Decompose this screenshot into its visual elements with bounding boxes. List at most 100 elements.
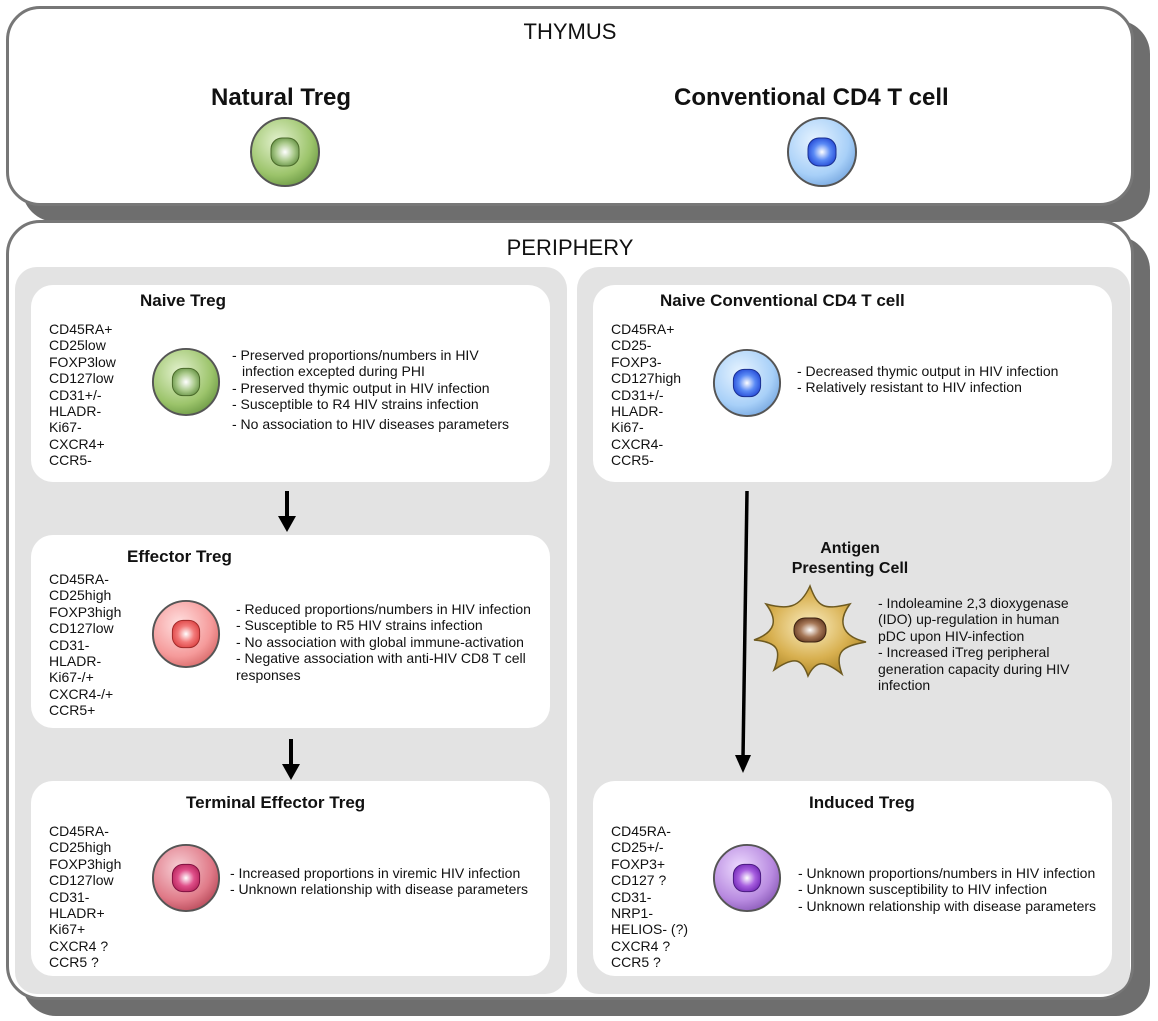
marker: HLADR- (611, 403, 664, 420)
naive-conventional-markers: CD45RA+ CD25- FOXP3- CD127high CD31+/- H… (611, 321, 681, 469)
conventional-cd4-label: Conventional CD4 T cell (674, 84, 949, 111)
fact-line: - Reduced proportions/numbers in HIV inf… (236, 601, 531, 617)
natural-treg-cell (250, 117, 320, 187)
fact-line: - Negative association with anti-HIV CD8… (236, 650, 526, 667)
apc-label: Antigen Presenting Cell (790, 539, 910, 579)
marker: HLADR+ (49, 905, 105, 922)
marker: CCR5+ (49, 702, 96, 719)
marker: FOXP3- (611, 353, 662, 370)
fact-line: generation capacity during HIV (878, 660, 1070, 677)
naive-conventional-cell (712, 348, 782, 418)
fact-line: - Unknown susceptibility to HIV infectio… (798, 881, 1047, 898)
conventional-cd4-cell (787, 117, 857, 187)
marker: CD45RA+ (49, 321, 113, 337)
marker: CD45RA- (49, 571, 109, 587)
fact-line: - Unknown relationship with disease para… (230, 881, 529, 898)
arrow-naive-conv-to-induced (735, 490, 751, 773)
marker: HLADR- (49, 653, 102, 670)
fact-line: - Unknown proportions/numbers in HIV inf… (798, 865, 1096, 881)
marker: CD127low (49, 620, 114, 637)
marker: CCR5 ? (611, 954, 661, 971)
marker: HLADR- (49, 403, 102, 420)
naive-treg-facts: - Preserved proportions/numbers in HIV i… (232, 347, 509, 432)
naive-treg-markers: CD45RA+ CD25low FOXP3low CD127low CD31+/… (49, 321, 116, 469)
fact-line: - Preserved proportions/numbers in HIV (232, 347, 479, 363)
marker: FOXP3+ (611, 855, 666, 872)
apc-cell (753, 584, 867, 678)
effector-treg-markers: CD45RA- CD25high FOXP3high CD127low CD31… (49, 571, 121, 719)
marker: CD25+/- (611, 839, 664, 856)
arrow-naive-to-effector (278, 491, 296, 532)
marker: CD31+/- (49, 386, 102, 403)
fact-line: infection excepted during PHI (242, 363, 425, 380)
marker: CD127low (49, 872, 114, 889)
marker: CD25high (49, 587, 112, 604)
induced-treg-cell (712, 843, 782, 913)
marker: CD31- (611, 888, 652, 905)
induced-treg-facts: - Unknown proportions/numbers in HIV inf… (798, 865, 1096, 914)
marker: Ki67- (611, 419, 644, 436)
arrow-effector-to-terminal (282, 739, 300, 780)
marker: CD25low (49, 337, 106, 354)
terminal-effector-treg-facts: - Increased proportions in viremic HIV i… (230, 865, 528, 898)
fact-line: - Increased iTreg peripheral (878, 644, 1050, 661)
marker: FOXP3high (49, 855, 122, 872)
marker: CD31- (49, 636, 90, 653)
induced-treg-title: Induced Treg (809, 793, 915, 812)
marker: HELIOS- (?) (611, 921, 689, 938)
effector-treg-card: Effector Treg CD45RA- CD25high FOXP3high… (31, 535, 550, 728)
marker: CCR5- (611, 452, 654, 469)
thymus-panel: THYMUS (6, 6, 1134, 206)
marker: CXCR4+ (49, 435, 105, 452)
marker: CD45RA- (611, 823, 671, 839)
fact-line: - Relatively resistant to HIV infection (797, 379, 1022, 396)
fact-line: pDC upon HIV-infection (878, 627, 1025, 644)
marker: CD25- (611, 337, 652, 354)
marker: CD31- (49, 888, 90, 905)
terminal-effector-treg-title: Terminal Effector Treg (186, 793, 366, 812)
marker: CCR5 ? (49, 954, 99, 971)
apc-facts: - Indoleamine 2,3 dioxygenase (IDO) up-r… (878, 595, 1069, 693)
fact-line: - No association with global immune-acti… (236, 633, 524, 650)
marker: CD127high (611, 370, 682, 387)
fact-line: - Indoleamine 2,3 dioxygenase (878, 595, 1069, 611)
marker: CXCR4-/+ (49, 685, 114, 702)
fact-line: - No association to HIV diseases paramet… (232, 415, 510, 432)
thymus-title: THYMUS (523, 19, 617, 44)
fact-line: - Susceptible to R5 HIV strains infectio… (236, 617, 483, 634)
marker: Ki67- (49, 419, 82, 436)
fact-line: - Increased proportions in viremic HIV i… (230, 865, 521, 881)
marker: CD25high (49, 839, 112, 856)
fact-line: - Unknown relationship with disease para… (798, 897, 1097, 914)
induced-treg-card: Induced Treg CD45RA- CD25+/- FOXP3+ CD12… (593, 781, 1112, 976)
fact-line: - Decreased thymic output in HIV infecti… (797, 363, 1059, 379)
marker: CXCR4- (611, 435, 664, 452)
marker: CXCR4 ? (611, 937, 671, 954)
marker: CD31+/- (611, 386, 664, 403)
marker: Ki67-/+ (49, 669, 94, 686)
effector-treg-title: Effector Treg (127, 547, 232, 566)
marker: FOXP3high (49, 603, 122, 620)
marker: CXCR4 ? (49, 937, 109, 954)
marker: CD127 ? (611, 872, 667, 889)
naive-treg-title: Naive Treg (140, 291, 226, 310)
marker: CCR5- (49, 452, 92, 469)
effector-treg-cell (151, 599, 221, 669)
terminal-effector-treg-cell (151, 843, 221, 913)
marker: CD127low (49, 370, 114, 387)
marker: CD45RA+ (611, 321, 675, 337)
naive-treg-cell (151, 347, 221, 417)
induced-treg-markers: CD45RA- CD25+/- FOXP3+ CD127 ? CD31- NRP… (611, 823, 688, 971)
naive-conventional-facts: - Decreased thymic output in HIV infecti… (797, 363, 1058, 396)
marker: FOXP3low (49, 353, 116, 370)
marker: Ki67+ (49, 921, 86, 938)
marker: NRP1- (611, 905, 654, 922)
naive-treg-card: Naive Treg CD45RA+ CD25low FOXP3low CD12… (31, 285, 550, 482)
marker: CD45RA- (49, 823, 109, 839)
periphery-title: PERIPHERY (506, 235, 634, 260)
effector-treg-facts: - Reduced proportions/numbers in HIV inf… (236, 601, 531, 683)
terminal-effector-treg-card: Terminal Effector Treg CD45RA- CD25high … (31, 781, 550, 976)
natural-treg-label: Natural Treg (211, 84, 352, 111)
fact-line: - Susceptible to R4 HIV strains infectio… (232, 396, 479, 413)
